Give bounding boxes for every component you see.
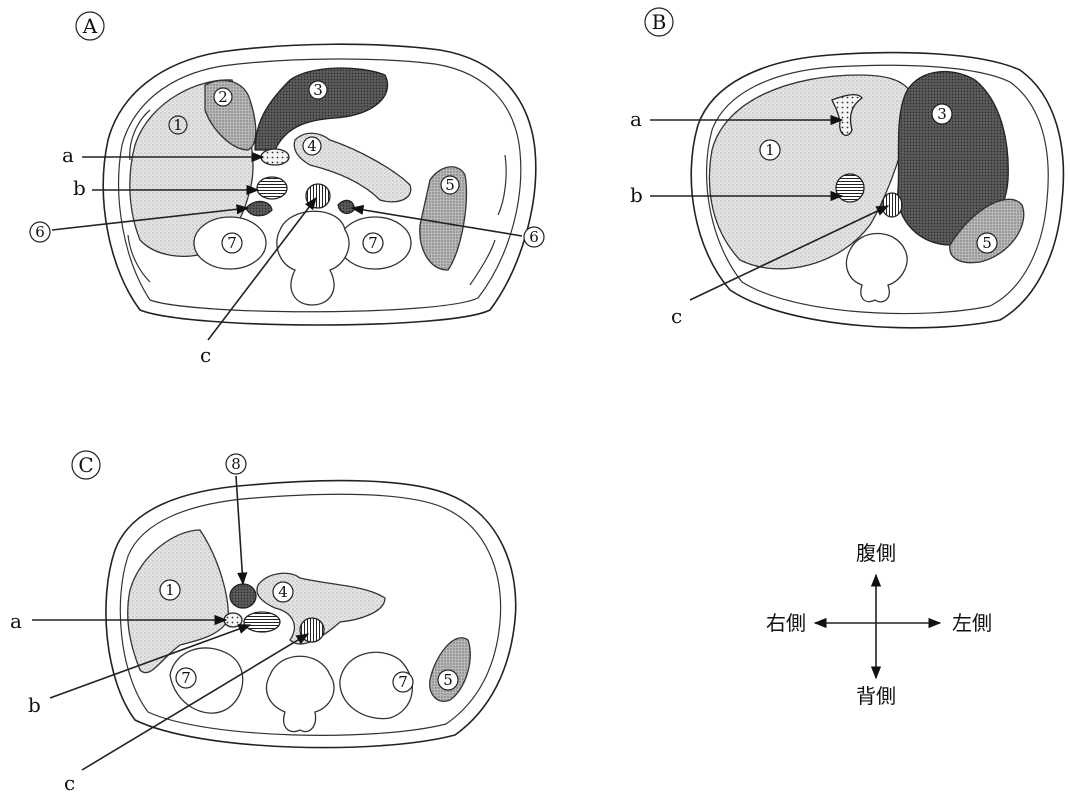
panel-b-label-a: a — [630, 107, 642, 131]
orientation-compass: 腹側 背側 右側 左側 — [766, 541, 992, 708]
panel-a-num-4: 4 — [307, 137, 317, 155]
panel-a-num-7: 7 — [227, 234, 237, 252]
panel-a-num-5: 5 — [445, 176, 455, 194]
panel-c: C 1 4 8 5 7 7 a b c — [10, 451, 516, 795]
panel-b-num-5: 5 — [982, 234, 992, 252]
panel-c-num-7-right: 7 — [181, 669, 191, 687]
panel-c-label-c: c — [64, 771, 75, 795]
panel-c-vessel-a — [224, 613, 242, 627]
panel-a-organ-6-left — [338, 200, 354, 213]
panel-b-vertebra — [846, 234, 907, 302]
panel-a-label-b: b — [73, 176, 86, 200]
panel-c-label-b: b — [28, 693, 41, 717]
panel-c-num-5: 5 — [443, 671, 453, 689]
panel-a-num-2: 2 — [218, 88, 228, 106]
panel-a-letter: A — [82, 14, 98, 38]
panel-a-vessel-a — [261, 149, 289, 165]
panel-a-vessel-b — [257, 177, 287, 199]
panel-c-organ-5-spleen — [430, 638, 471, 702]
compass-right-label: 右側 — [766, 611, 806, 635]
panel-b-num-3: 3 — [937, 105, 947, 123]
panel-c-num-8: 8 — [231, 455, 241, 473]
panel-b-vessel-c — [882, 193, 902, 217]
panel-c-label-a: a — [10, 609, 22, 633]
panel-b-label-c: c — [671, 304, 682, 328]
panel-b-vessel-b — [836, 174, 864, 202]
panel-c-num-1: 1 — [165, 581, 175, 599]
panel-a-rib — [498, 155, 506, 215]
panel-c-arrow-8 — [236, 476, 243, 584]
panel-b-label-b: b — [630, 183, 643, 207]
panel-a-label-a: a — [62, 143, 74, 167]
panel-c-vessel-c — [300, 618, 324, 642]
panel-b-num-1: 1 — [765, 141, 775, 159]
panel-a-num-7b: 7 — [368, 234, 378, 252]
panel-c-num-4: 4 — [278, 583, 288, 601]
panel-c-letter: C — [78, 453, 93, 477]
panel-a-num-6-left-label: 6 — [35, 223, 45, 241]
panel-a-label-c: c — [200, 343, 211, 367]
panel-b: B 1 3 5 a b c — [630, 8, 1063, 328]
compass-left-label: 左側 — [952, 611, 992, 635]
panel-a-num-1: 1 — [173, 116, 183, 134]
panel-b-letter: B — [652, 10, 667, 34]
panel-c-organ-8 — [230, 584, 256, 608]
panel-a-num-3: 3 — [313, 81, 323, 99]
panel-a-organ-6-right — [246, 201, 272, 215]
panel-c-vessel-b — [244, 612, 280, 632]
panel-c-vertebra — [266, 656, 334, 731]
panel-a-vertebra — [277, 211, 349, 305]
compass-dorsal-label: 背側 — [856, 684, 896, 708]
panel-a: A 1 2 3 4 5 — [30, 12, 544, 367]
compass-ventral-label: 腹側 — [856, 541, 896, 565]
panel-a-vessel-c — [306, 184, 330, 208]
panel-a-num-6-right-label: 6 — [529, 228, 539, 246]
panel-c-num-7-left: 7 — [398, 673, 408, 691]
